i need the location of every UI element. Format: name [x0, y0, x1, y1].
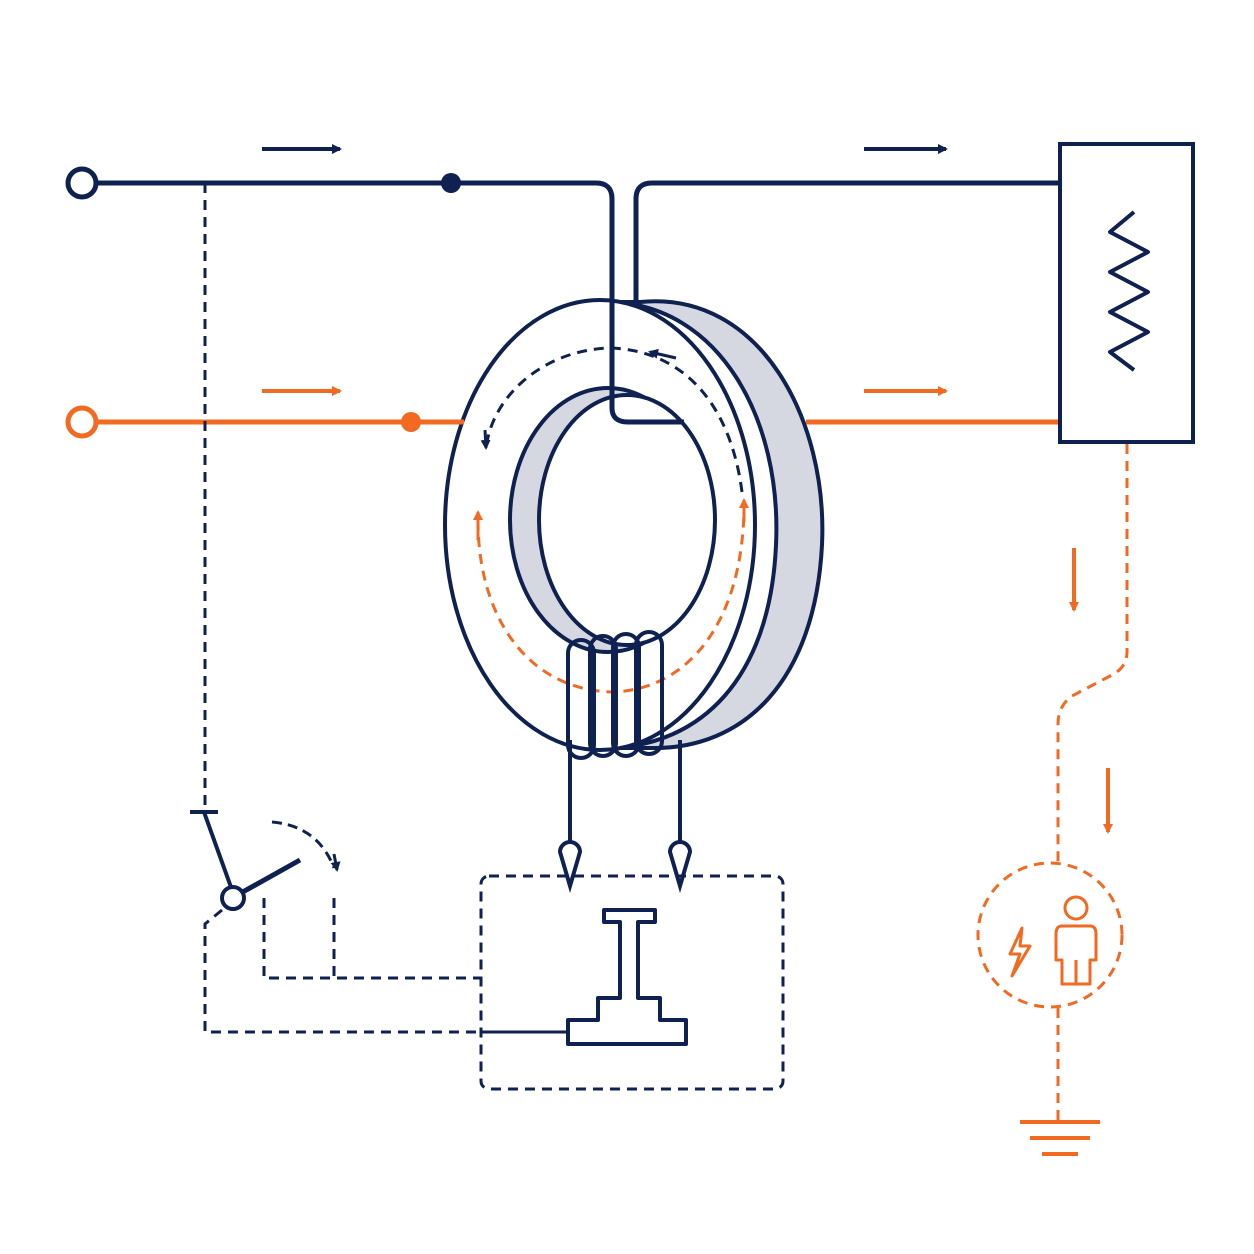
- toroidal-core: [443, 298, 825, 752]
- secondary-winding: [557, 630, 693, 894]
- flux-arrow-left: [480, 429, 491, 450]
- core-hole-front: [537, 393, 717, 647]
- winding-lead-pin-left: [557, 840, 583, 894]
- neutral-terminal[interactable]: [65, 405, 99, 439]
- fault-path: [976, 444, 1129, 1156]
- flux-loop-navy: [484, 346, 744, 493]
- core-side-face: [608, 299, 825, 751]
- relay-plunger: [566, 908, 688, 1046]
- ground-icon: [1020, 1120, 1100, 1156]
- line-terminal[interactable]: [65, 166, 99, 200]
- resistor-load: [1058, 142, 1195, 444]
- person-icon: [1054, 895, 1098, 986]
- trip-switch[interactable]: [190, 183, 481, 1034]
- winding-lead-pin-right: [667, 840, 693, 894]
- switch-pivot: [220, 885, 246, 911]
- resistor-zigzag: [1108, 210, 1150, 372]
- relay-enclosure: [479, 874, 785, 1091]
- lightning-icon: [1008, 926, 1032, 978]
- switch-action-arrow: [271, 820, 336, 869]
- neutral-junction-dot: [401, 412, 421, 432]
- line-junction-dot: [441, 173, 461, 193]
- line-conductor: [65, 144, 1060, 425]
- relay-solenoid: [479, 874, 785, 1091]
- shock-hazard-circle: [976, 861, 1124, 1009]
- neutral-conductor: [65, 386, 1060, 439]
- flux-arrow-top: [648, 348, 677, 360]
